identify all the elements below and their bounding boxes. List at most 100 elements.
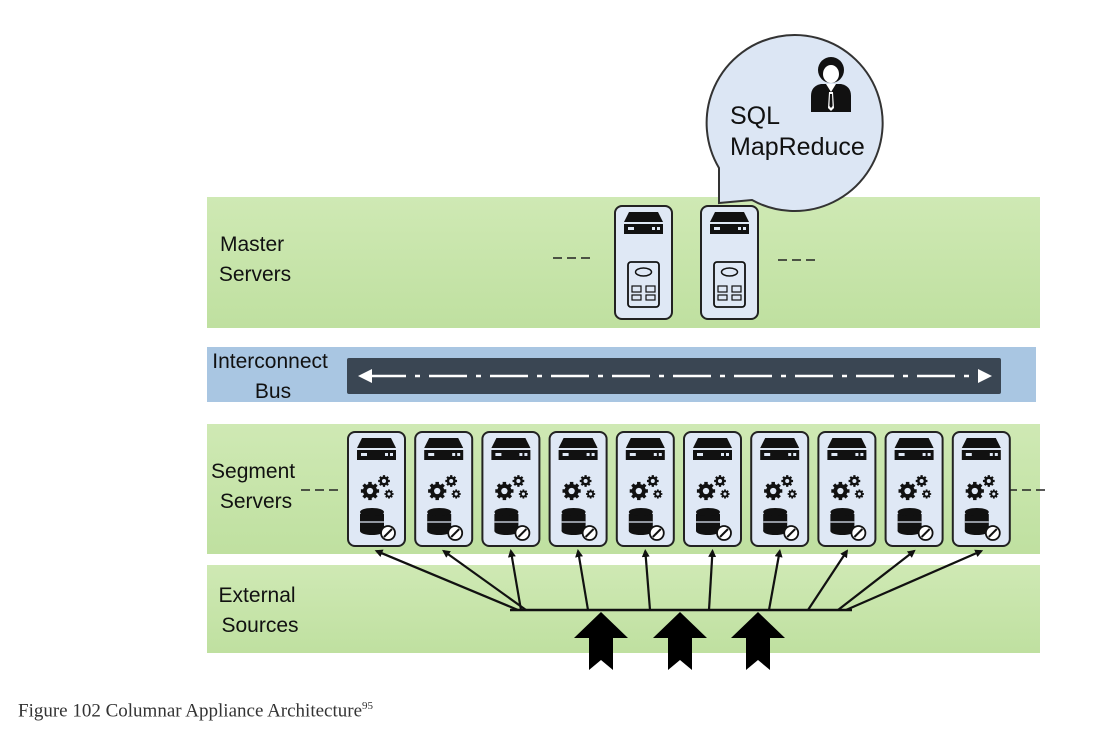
bus-arrow-right-icon: [978, 369, 992, 383]
server-top-icon: [760, 438, 800, 448]
gear-icon: [378, 475, 390, 487]
server-drive-icon: [827, 450, 867, 460]
segment-server: [817, 431, 877, 547]
server-top-icon: [693, 438, 732, 448]
database-icon: [695, 508, 721, 535]
gear-icon: [696, 481, 716, 501]
database-icon: [359, 508, 385, 535]
external-label-line1: External: [219, 584, 296, 607]
gear-icon: [720, 489, 730, 499]
source-feed-arrow: [507, 549, 523, 611]
segment-servers-group: [347, 431, 1011, 547]
segment-server: [347, 431, 406, 547]
edit-badge-icon: [984, 525, 1001, 541]
edit-badge-icon: [380, 525, 396, 541]
clipboard-icon: [627, 261, 660, 308]
gear-icon: [360, 481, 380, 501]
server-drive-icon: [491, 450, 531, 460]
server-drive-icon: [624, 224, 663, 234]
gear-icon: [714, 475, 726, 487]
edit-badge-icon: [648, 525, 665, 541]
source-feed-arrow: [767, 549, 783, 611]
server-top-icon: [827, 438, 867, 448]
source-feed-arrow: [837, 549, 916, 611]
server-top-icon: [558, 438, 598, 448]
server-top-icon: [357, 438, 396, 448]
external-source-arrows: [374, 549, 984, 612]
gear-icon: [915, 475, 928, 487]
server-drive-icon: [894, 450, 934, 460]
gear-icon: [586, 489, 596, 499]
server-drive-icon: [357, 450, 396, 460]
segment-server: [548, 431, 608, 547]
segment-label-line2: Servers: [220, 490, 292, 513]
server-top-icon: [624, 212, 663, 222]
bubble-text-mapreduce: MapReduce: [730, 133, 865, 161]
edit-badge-icon: [783, 525, 800, 541]
gear-icon: [898, 481, 917, 501]
input-arrow-icon: [653, 612, 707, 670]
database-icon: [426, 508, 452, 535]
gear-icon: [428, 481, 447, 501]
caption-text: Figure 102 Columnar Appliance Architectu…: [18, 700, 363, 722]
database-icon: [493, 508, 519, 535]
gear-icon: [562, 481, 581, 501]
external-label-line2: Sources: [221, 614, 298, 637]
master-label-line1: Master: [220, 233, 284, 256]
gear-icon: [518, 489, 528, 499]
gear-icon: [495, 481, 514, 501]
interconnect-label-line2: Bus: [255, 380, 291, 403]
gear-icon: [781, 475, 794, 487]
user-icon: [811, 57, 851, 112]
gear-icon: [787, 489, 797, 499]
server-top-icon: [491, 438, 531, 448]
server-top-icon: [961, 438, 1001, 448]
segment-server: [414, 431, 474, 547]
gear-icon: [646, 475, 659, 487]
source-feed-arrow: [807, 549, 849, 611]
master-server: [614, 205, 673, 320]
edit-badge-icon: [850, 525, 867, 541]
database-icon: [964, 508, 990, 535]
server-top-icon: [894, 438, 934, 448]
interconnect-label-line1: Interconnect: [212, 350, 328, 373]
source-feed-arrow: [374, 549, 519, 612]
server-drive-icon: [424, 450, 464, 460]
figure-caption: Figure 102 Columnar Appliance Architectu…: [18, 700, 373, 722]
gear-icon: [848, 475, 861, 487]
gear-icon: [451, 489, 461, 499]
segment-server: [884, 431, 944, 547]
server-drive-icon: [693, 450, 732, 460]
server-drive-icon: [710, 224, 749, 234]
database-icon: [897, 508, 923, 535]
gear-icon: [922, 489, 932, 499]
edit-badge-icon: [514, 525, 531, 541]
bus-arrow-left-icon: [358, 369, 372, 383]
server-drive-icon: [760, 450, 800, 460]
gear-icon: [653, 489, 663, 499]
master-label-line2: Servers: [219, 263, 291, 286]
server-drive-icon: [558, 450, 598, 460]
gear-icon: [965, 481, 984, 501]
source-feed-arrow: [442, 549, 527, 611]
gear-icon: [831, 481, 850, 501]
database-icon: [829, 508, 855, 535]
segment-server: [683, 431, 742, 547]
master-servers-group: [614, 205, 759, 320]
source-feed-arrow: [707, 549, 717, 611]
gear-icon: [764, 481, 783, 501]
gear-icon: [982, 475, 995, 487]
source-feed-arrow: [641, 549, 652, 611]
master-server: [700, 205, 759, 320]
input-arrow-icon: [731, 612, 785, 670]
source-feed-arrow: [575, 549, 590, 611]
server-top-icon: [710, 212, 749, 222]
edit-badge-icon: [716, 525, 732, 541]
gear-icon: [579, 475, 592, 487]
server-drive-icon: [961, 450, 1001, 460]
external-sources-label: External Sources: [219, 584, 302, 637]
bubble-text-sql: SQL: [730, 102, 780, 130]
gear-icon: [854, 489, 864, 499]
clipboard-icon: [713, 261, 746, 308]
